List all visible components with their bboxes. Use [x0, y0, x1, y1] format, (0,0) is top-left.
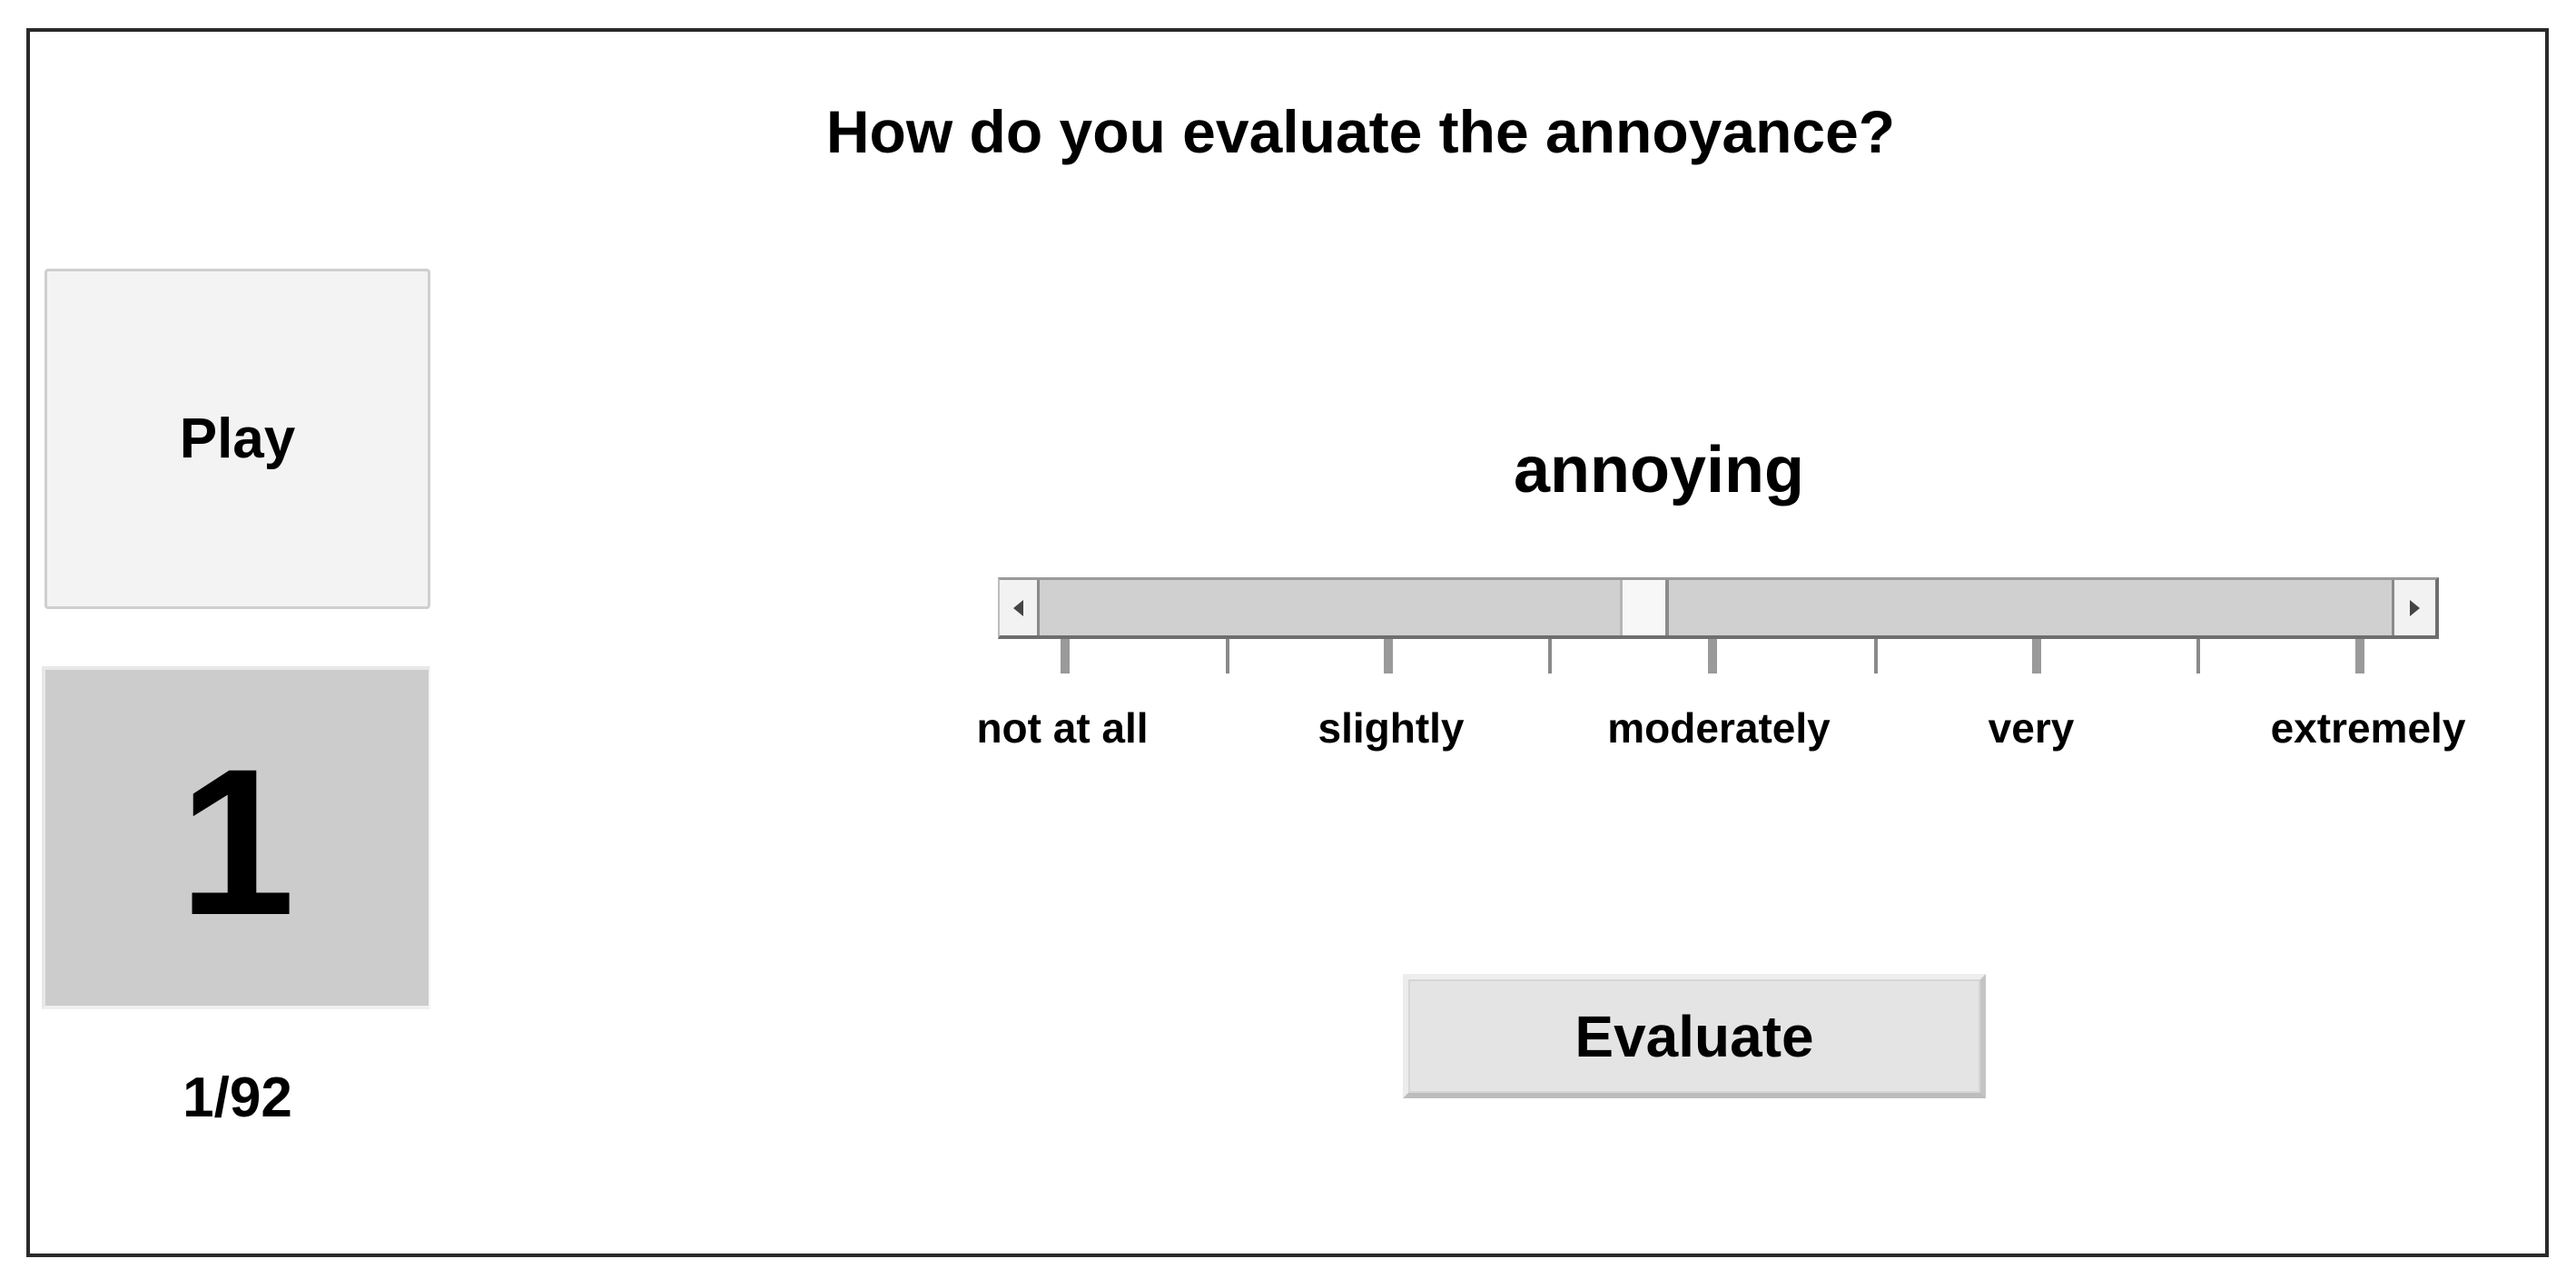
triangle-right-icon [2410, 599, 2420, 616]
play-button[interactable]: Play [44, 269, 430, 609]
scale-label-extremely: extremely [2270, 704, 2466, 752]
scale-tick-minor [1874, 639, 1878, 673]
scroll-left-button[interactable] [1000, 580, 1040, 635]
evaluate-button[interactable]: Evaluate [1403, 974, 1986, 1098]
scale-tick-major [1384, 639, 1393, 673]
triangle-left-icon [1013, 599, 1023, 616]
dialog-frame [26, 28, 2549, 1257]
scroll-right-button[interactable] [2392, 580, 2435, 635]
progress-counter: 1/92 [183, 1067, 292, 1129]
rating-slider[interactable] [998, 577, 2439, 639]
scale-tick-major [2032, 639, 2041, 673]
scale-tick-major [1708, 639, 1717, 673]
scale-tick-minor [1548, 639, 1552, 673]
scale-tick-major [1061, 639, 1070, 673]
stimulus-number-display: 1 [42, 666, 430, 1009]
scale-tick-minor [2196, 639, 2200, 673]
question-heading: How do you evaluate the annoyance? [825, 98, 1896, 165]
slider-thumb[interactable] [1619, 580, 1669, 635]
scale-label-moderately: moderately [1607, 704, 1831, 752]
scale-label-very: very [1988, 704, 2075, 752]
scale-title: annoying [1514, 434, 1804, 506]
scale-tick-minor [1226, 639, 1229, 673]
scale-label-slightly: slightly [1318, 704, 1465, 752]
scale-tick-major [2355, 639, 2364, 673]
scale-label-not-at-all: not at all [976, 704, 1149, 752]
